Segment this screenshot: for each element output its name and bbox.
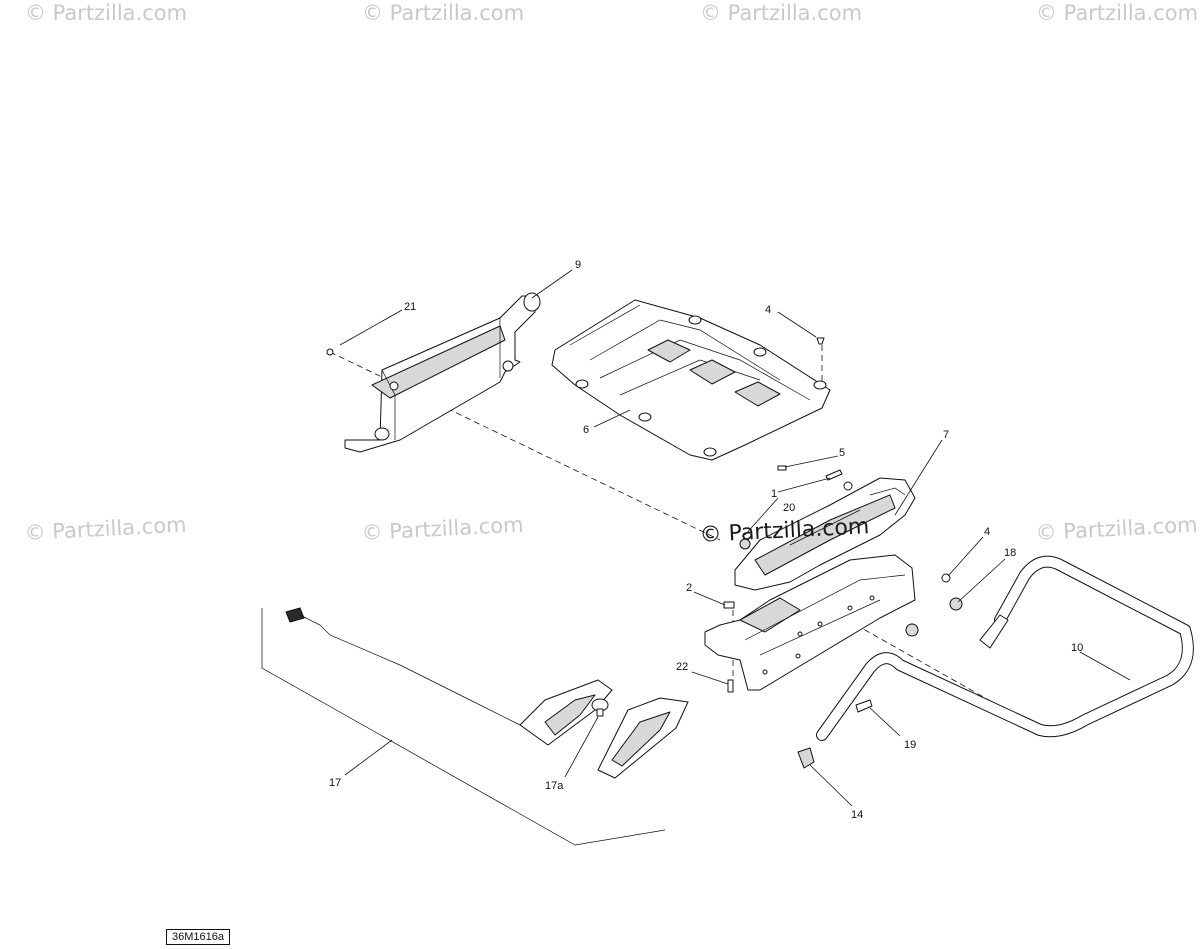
grommet [905,623,919,637]
screw-part-22 [727,679,734,693]
leader-lines [339,269,1131,807]
watermark-text: © Partzilla.com [25,1,187,25]
support-part-2 [704,554,916,691]
watermark-layer: © Partzilla.com © Partzilla.com © Partzi… [24,1,1198,545]
callout-1: 1 [771,488,777,500]
screw-part-21 [326,348,334,356]
callout-17: 17 [329,777,341,789]
callout-14: 14 [851,809,863,821]
lens-part-17a [597,697,689,779]
callout-9: 9 [575,259,581,271]
watermark-text: © Partzilla.com [24,513,187,545]
fasteners-mid [739,465,853,550]
callout-4: 4 [765,304,771,316]
watermark-text: © Partzilla.com [1035,513,1198,545]
cover-part-6 [551,299,831,461]
watermark-text: © Partzilla.com [1036,1,1198,25]
callout-19: 19 [904,739,916,751]
callout-17a: 17a [545,780,564,792]
callout-22: 22 [676,661,688,673]
screw-part-4-top [816,337,825,345]
callout-10: 10 [1071,642,1083,654]
watermark-text: © Partzilla.com [362,1,524,25]
handle-part-10 [816,555,1194,741]
group-bracket-17 [261,608,666,846]
callout-labels: 21 9 4 6 5 7 1 20 4 18 10 2 22 19 14 17 … [329,259,1083,821]
watermark-text: © Partzilla.com [700,1,862,25]
callout-5: 5 [839,447,845,459]
washer-part-20 [739,538,751,550]
lamp-harness-part-17 [285,607,613,746]
bracket-part-9 [344,292,541,453]
clip-part-5 [777,465,787,471]
washer-part-1 [843,481,853,491]
callout-2: 2 [686,582,692,594]
callout-4: 4 [984,526,990,538]
clip-part-14 [797,747,815,769]
callout-6: 6 [583,424,589,436]
screw-part-19 [855,699,873,713]
diagram-code: 36M1616a [166,929,230,945]
callout-20: 20 [783,502,795,514]
axis-line-lower [811,599,1011,713]
watermark-text: © Partzilla.com [361,513,524,545]
housing-part-7 [734,477,916,591]
callout-7: 7 [943,429,949,441]
callout-18: 18 [1004,547,1016,559]
callout-21: 21 [404,301,416,313]
